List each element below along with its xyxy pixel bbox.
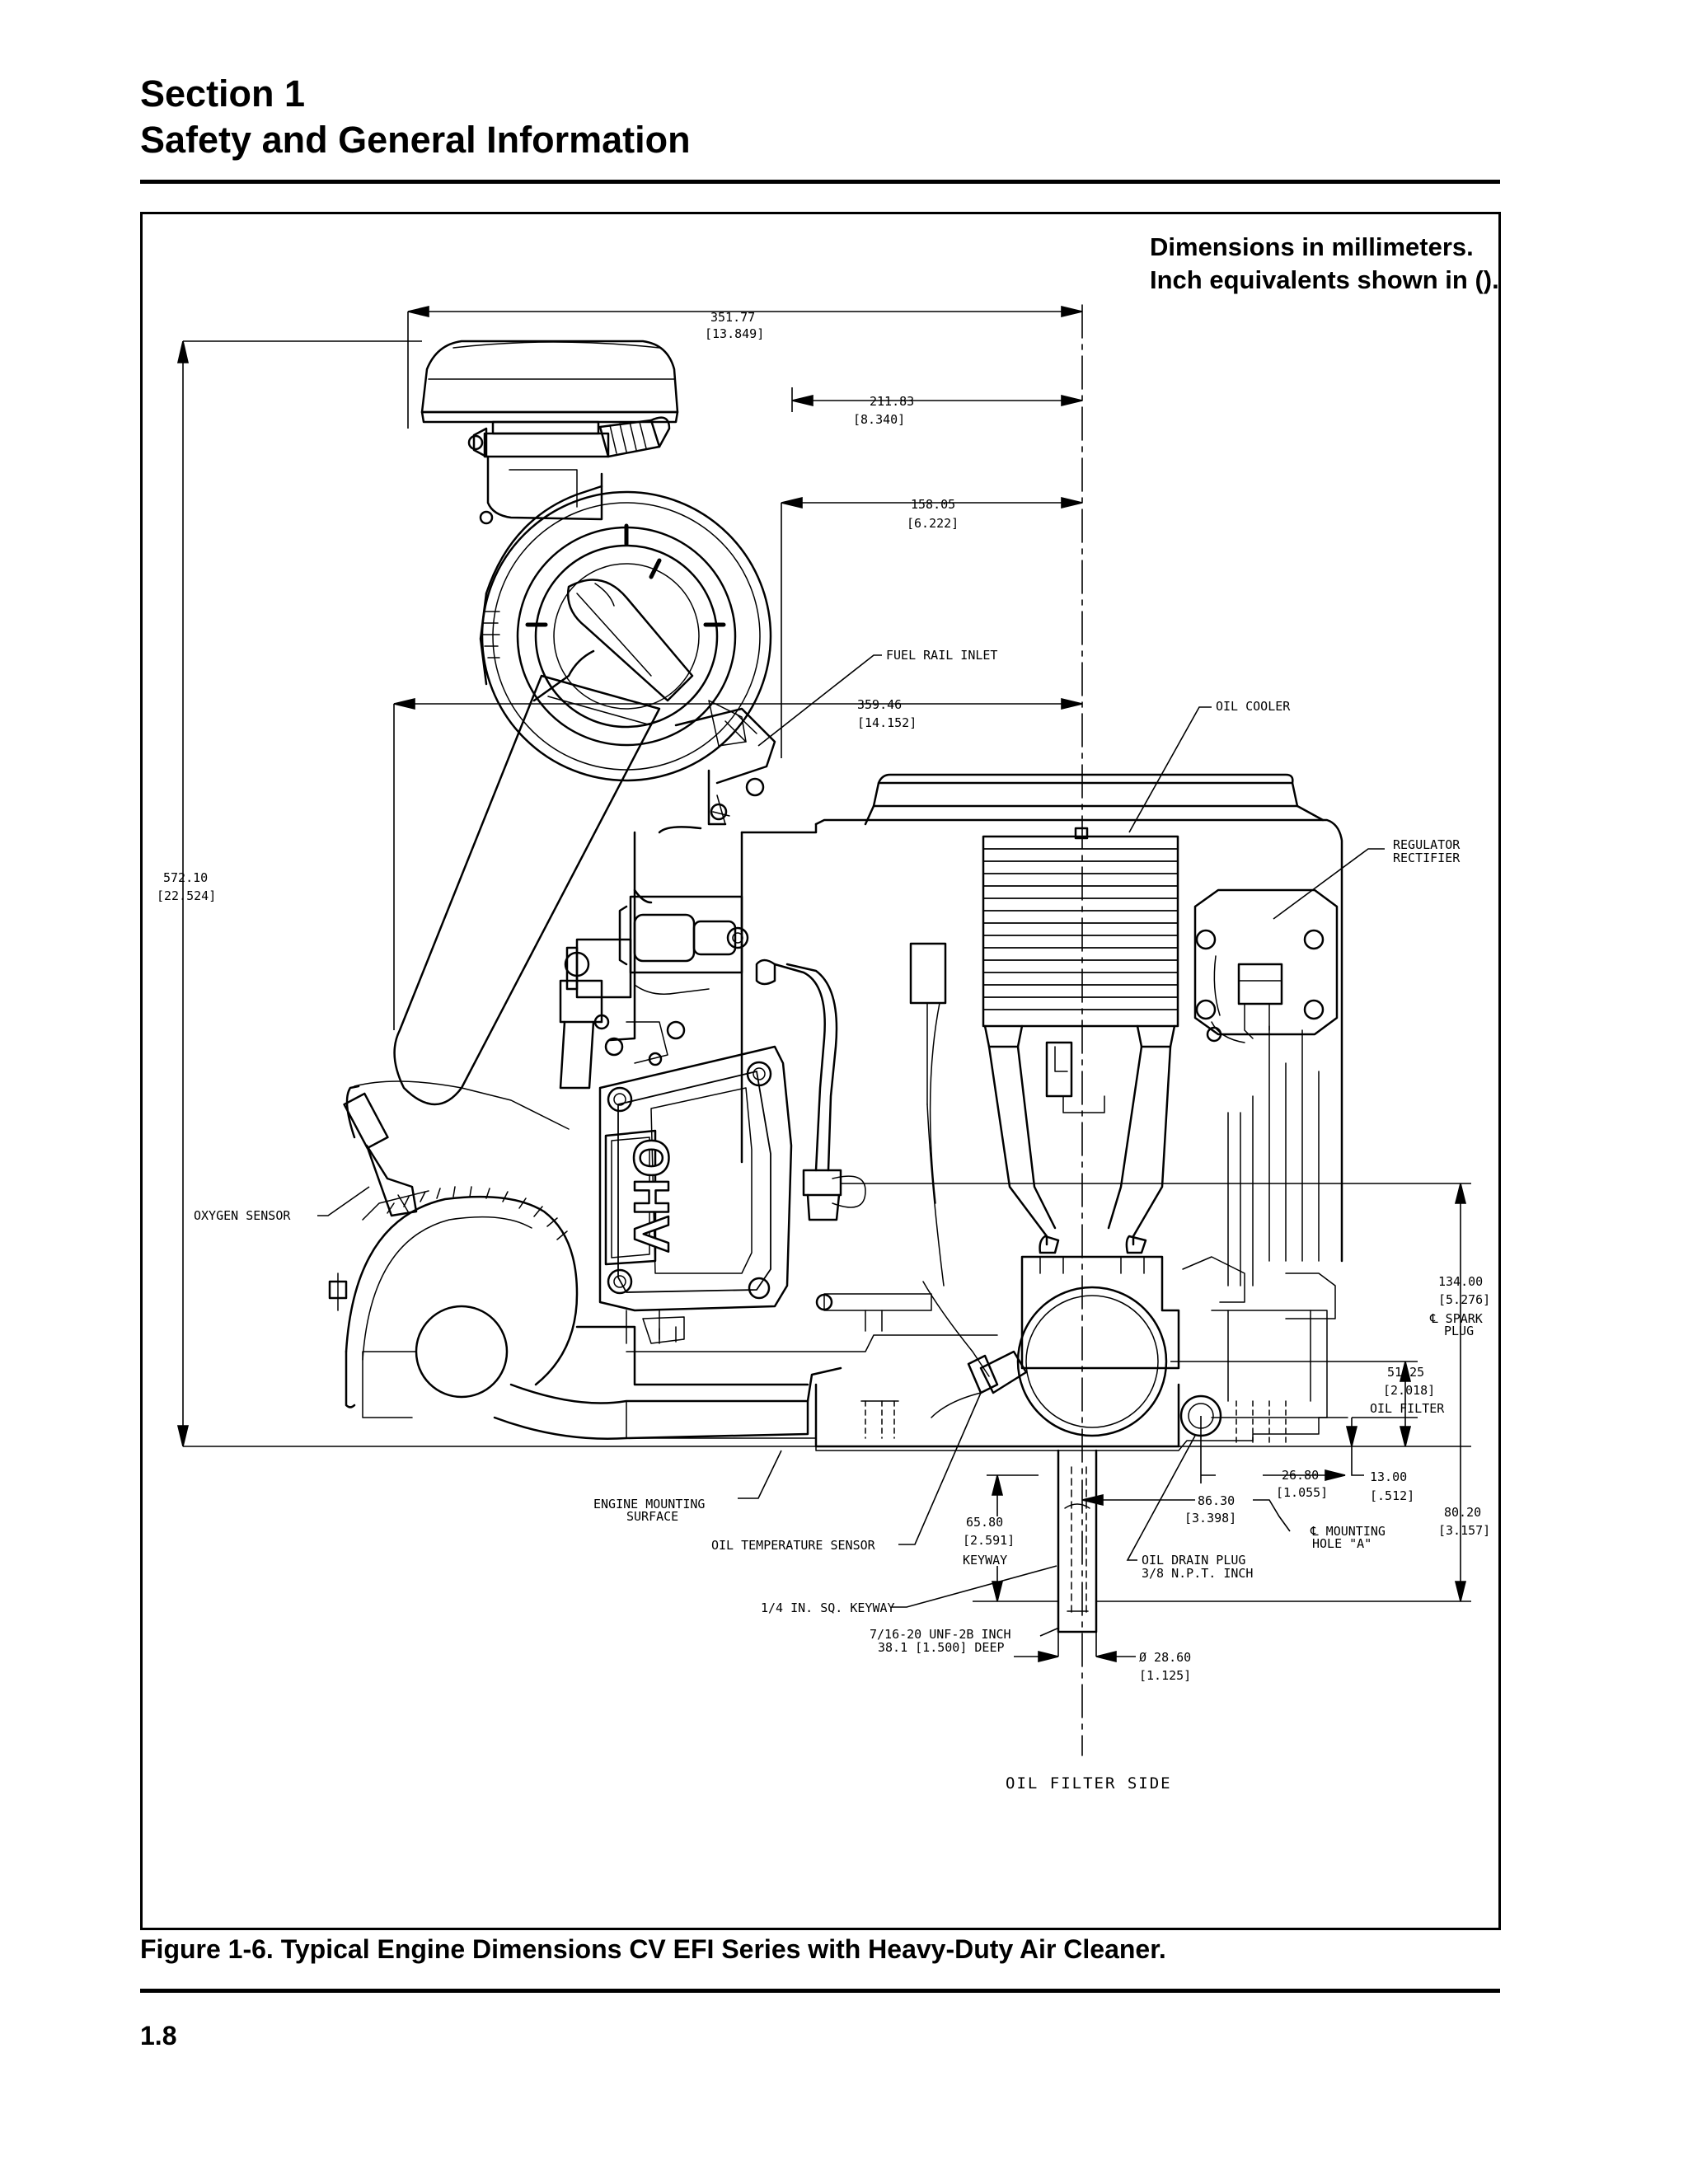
label-regulator-1: REGULATOR: [1393, 837, 1461, 852]
figure-caption: Figure 1-6. Typical Engine Dimensions CV…: [140, 1934, 1166, 1964]
page-title: Safety and General Information: [140, 119, 691, 161]
dim-13-in: [.512]: [1370, 1488, 1414, 1503]
label-regulator-2: RECTIFIER: [1393, 851, 1461, 865]
oil-cooler: [982, 827, 1179, 1028]
valve-cover: [598, 1045, 793, 1312]
dim-51-mm: 51.25: [1387, 1365, 1424, 1380]
label-mount-surface-2: SURFACE: [626, 1509, 678, 1524]
footer-rule: [140, 1989, 1500, 1993]
leader-mount-surface: [738, 1450, 782, 1499]
dim-572-mm: 572.10: [163, 870, 208, 885]
label-oil-cooler: OIL COOLER: [1216, 699, 1291, 714]
dim-351-mm: 351.77: [710, 310, 755, 325]
dim-351-in: [13.849]: [705, 326, 764, 341]
dim-65-in: [2.591]: [963, 1533, 1015, 1548]
dim-572-in: [22.524]: [157, 888, 216, 903]
intake-hose: [393, 579, 694, 1106]
dim-211-in: [8.340]: [853, 412, 905, 427]
leader-oil-cooler: [1128, 706, 1212, 833]
label-oil-temp-sensor: OIL TEMPERATURE SENSOR: [711, 1538, 876, 1553]
dimension-note: Dimensions in millimeters. Inch equivale…: [1150, 231, 1499, 297]
dim-134-in: [5.276]: [1438, 1292, 1490, 1307]
leader-fuel-rail-inlet: [757, 654, 882, 747]
label-keyway: KEYWAY: [963, 1553, 1007, 1568]
section-number: Section 1: [140, 73, 306, 115]
label-spark-plug-1: ℄ SPARK: [1429, 1311, 1483, 1326]
label-oil-filter: OIL FILTER: [1370, 1401, 1445, 1416]
dim-86-in: [3.398]: [1184, 1511, 1236, 1526]
dim-13-mm: 13.00: [1370, 1469, 1407, 1484]
view-label: OIL FILTER SIDE: [1006, 1774, 1172, 1793]
dim-51-in: [2.018]: [1383, 1383, 1435, 1398]
dim-211-mm: 211.83: [870, 394, 914, 409]
oil-filter: [931, 1255, 1336, 1443]
dim-158-in: [6.222]: [907, 516, 959, 531]
muffler: [328, 1080, 842, 1440]
leader-thread: [1039, 1627, 1060, 1637]
dim-80-in: [3.157]: [1438, 1523, 1490, 1538]
ohv-logo-text: OHV: [623, 1138, 677, 1252]
leader-oxygen-sensor: [317, 1186, 370, 1216]
label-thread-2: 38.1 [1.500] DEEP: [878, 1640, 1005, 1655]
dim-26-in: [1.055]: [1276, 1485, 1328, 1500]
dimension-lines: [176, 305, 1471, 1663]
header-rule: [140, 180, 1500, 184]
label-fuel-rail-inlet: FUEL RAIL INLET: [886, 648, 997, 663]
label-sq-keyway: 1/4 IN. SQ. KEYWAY: [761, 1601, 895, 1615]
dim-158-mm: 158.05: [911, 497, 955, 512]
dimension-note-line-1: Dimensions in millimeters.: [1150, 232, 1474, 261]
label-mounting-hole-1: ℄ MOUNTING: [1310, 1524, 1386, 1539]
air-cleaner-housing: [479, 485, 776, 826]
label-spark-plug-2: PLUG: [1444, 1324, 1474, 1338]
label-mount-surface-1: ENGINE MOUNTING: [593, 1497, 705, 1511]
leader-regulator: [1273, 848, 1385, 920]
dim-359-in: [14.152]: [857, 715, 917, 730]
label-thread-1: 7/16-20 UNF-2B INCH: [870, 1627, 1011, 1642]
fuel-injector-assembly: [559, 700, 749, 1090]
label-oxygen-sensor: OXYGEN SENSOR: [194, 1208, 291, 1223]
crankcase: [608, 888, 1320, 1286]
leader-oil-temp-sensor: [898, 1392, 982, 1545]
section-heading: Section 1 Safety and General Information: [140, 71, 691, 163]
dim-26-mm: 26.80: [1282, 1468, 1319, 1483]
engine-base: [575, 1281, 1348, 1451]
dim-65-mm: 65.80: [966, 1515, 1003, 1530]
dim-28-in: [1.125]: [1139, 1668, 1191, 1683]
leader-oil-drain: [1126, 1435, 1196, 1561]
spark-plug-wire: [755, 958, 866, 1221]
label-oil-drain-2: 3/8 N.P.T. INCH: [1142, 1566, 1253, 1581]
leader-sq-keyway: [892, 1565, 1057, 1608]
label-oil-drain-1: OIL DRAIN PLUG: [1142, 1553, 1245, 1568]
page-number: 1.8: [140, 2021, 177, 2050]
label-mounting-hole-2: HOLE "A": [1312, 1536, 1372, 1551]
blower-housing: [633, 773, 1343, 1263]
dim-86-mm: 86.30: [1198, 1493, 1235, 1508]
figure-frame: [140, 212, 1501, 1930]
dimension-note-line-2: Inch equivalents shown in ().: [1150, 265, 1499, 294]
crankshaft: [1057, 1449, 1098, 1633]
air-cleaner-cover: [420, 340, 679, 525]
dim-359-mm: 359.46: [857, 697, 902, 712]
regulator-rectifier: [1193, 888, 1339, 1043]
dim-28-mm: Ø 28.60: [1139, 1650, 1191, 1665]
dim-80-mm: 80.20: [1444, 1505, 1481, 1520]
dim-134-mm: 134.00: [1438, 1274, 1483, 1289]
